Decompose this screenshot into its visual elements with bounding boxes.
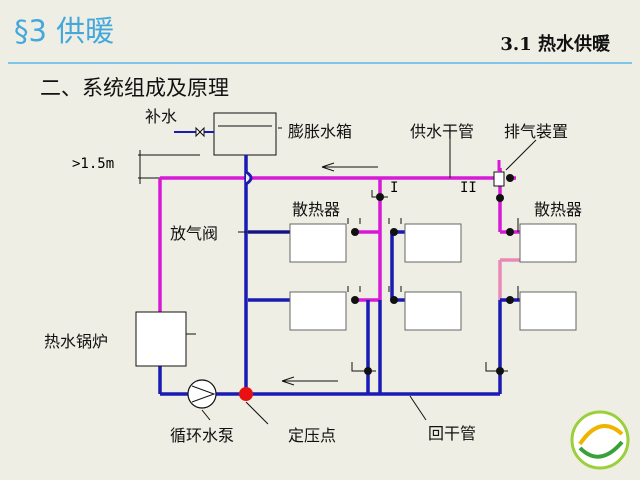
label-expansion-tank: 膨胀水箱 <box>288 122 353 141</box>
label-radiator-right: 散热器 <box>534 200 583 219</box>
label-makeup-water: 补水 <box>145 107 178 126</box>
radiator-2 <box>404 223 462 263</box>
label-height: >1.5m <box>72 156 115 172</box>
label-boiler: 热水锅炉 <box>44 332 109 351</box>
radiator-6 <box>519 291 577 331</box>
radiator-5 <box>519 223 577 263</box>
label-supply-main: 供水干管 <box>410 122 475 141</box>
flow-arrowhead-return <box>281 376 295 386</box>
radiator-1 <box>289 223 347 263</box>
return-pipes <box>158 155 520 396</box>
flow-arrowhead-supply <box>321 162 335 172</box>
label-pump: 循环水泵 <box>170 426 235 445</box>
publisher-logo <box>570 410 630 470</box>
header-rule <box>8 62 632 64</box>
section-title: §3 供暖 <box>14 14 115 48</box>
radiator-4 <box>404 291 462 331</box>
pump-icon <box>187 379 217 409</box>
pump-arrow-icon <box>191 385 216 403</box>
valve-stems <box>347 190 519 372</box>
label-riser-1: I <box>390 180 399 196</box>
air-vent-icon <box>493 171 505 187</box>
label-riser-2: II <box>460 180 477 196</box>
label-pressure-point: 定压点 <box>288 426 337 445</box>
leader-lines <box>186 127 537 425</box>
subtitle: 二、系统组成及原理 <box>40 76 229 100</box>
valve-dots <box>351 174 514 375</box>
supply-pipes <box>158 168 520 312</box>
label-radiator-left: 散热器 <box>292 200 341 219</box>
pipe-crossover <box>245 170 253 186</box>
boiler <box>135 311 187 367</box>
radiator-3 <box>289 291 347 331</box>
makeup-valve-icon <box>195 126 205 138</box>
label-air-release-valve: 放气阀 <box>170 224 219 243</box>
pressure-point-marker <box>239 387 253 401</box>
topic-title: 3.1 热水供暖 <box>500 34 610 55</box>
expansion-tank <box>213 112 277 156</box>
label-return-main: 回干管 <box>428 424 477 443</box>
label-air-vent-device: 排气装置 <box>504 122 569 141</box>
